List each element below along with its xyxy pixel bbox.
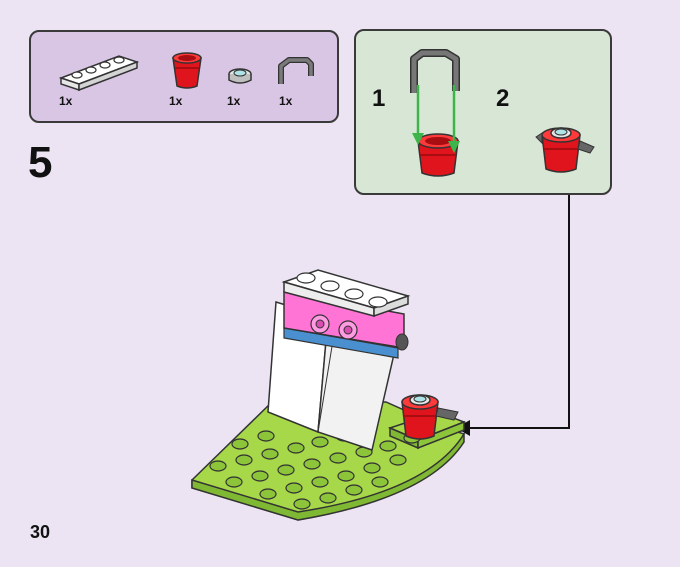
step-number: 5 xyxy=(28,138,53,187)
part-quantity: 1x xyxy=(169,94,183,108)
subassembly-box: 1 2 xyxy=(354,29,612,195)
handle-attach-illustration xyxy=(410,49,460,177)
part-quantity: 1x xyxy=(279,94,293,108)
part-item-bucket: 1x xyxy=(167,46,207,108)
red-bucket-icon xyxy=(172,52,202,89)
green-arrow-icon xyxy=(448,85,460,153)
green-arrow-icon xyxy=(412,85,424,145)
part-item-plate: 1x xyxy=(58,46,140,108)
bucket-assembled-illustration xyxy=(535,127,595,173)
part-quantity: 1x xyxy=(227,94,241,108)
round-tile-icon xyxy=(228,68,252,84)
substep-number: 1 xyxy=(372,85,386,112)
part-item-round-tile: 1x xyxy=(225,60,255,108)
parts-list-box: 1x 1x 1x 1x xyxy=(29,30,339,123)
part-item-handle: 1x xyxy=(275,54,315,108)
substep-number: 2 xyxy=(496,85,510,112)
handle-bar-icon xyxy=(278,57,314,84)
model-bucket xyxy=(401,394,459,440)
model-illustration xyxy=(191,269,467,521)
white-plate-1x4-icon xyxy=(58,55,140,92)
page-number: 30 xyxy=(30,522,51,542)
part-quantity: 1x xyxy=(59,94,73,108)
